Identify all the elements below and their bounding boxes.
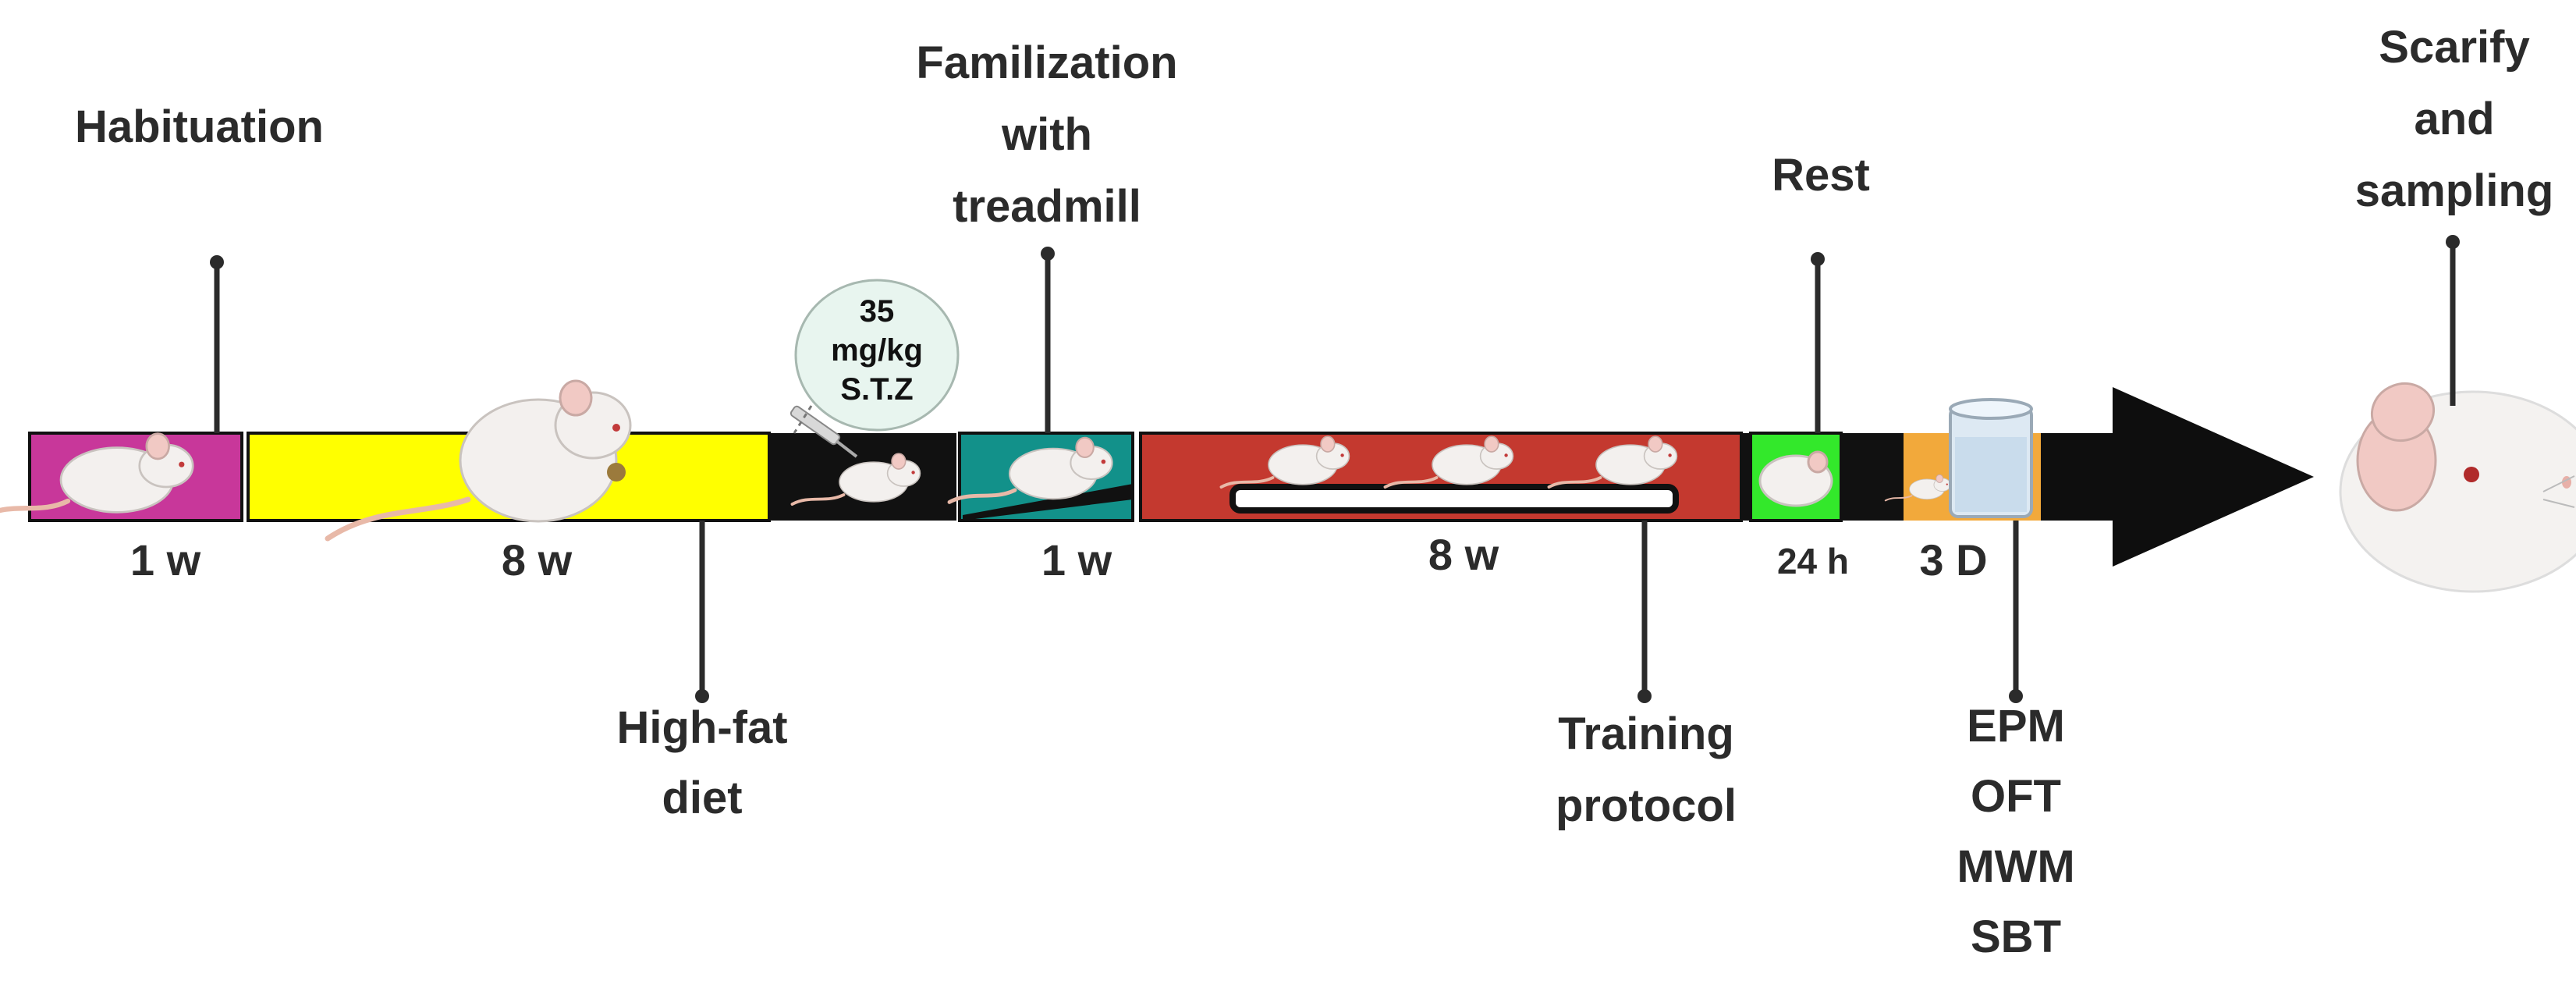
familiarization-duration: 1 w (1041, 535, 1112, 585)
arrow-shaft (2041, 433, 2119, 521)
rest-duration: 24 h (1777, 541, 1849, 581)
stz-dose-bubble: 35 mg/kg S.T.Z (793, 279, 960, 434)
high-fat-diet-label-line1: High-fat (616, 702, 787, 753)
training-protocol-label-line2: protocol (1556, 780, 1737, 831)
habituation-label: Habituation (75, 101, 324, 152)
training-duration: 8 w (1428, 530, 1499, 579)
test-mwm-label: MWM (1957, 841, 2074, 892)
scarify-label-line1: Scarify (2379, 22, 2529, 73)
bar-separator (1841, 433, 1904, 521)
treadmill-icon (963, 484, 1133, 521)
sleeping-mouse-icon (1758, 450, 1833, 507)
habituation-duration: 1 w (130, 535, 201, 585)
syringe-icon (789, 405, 858, 458)
drug-name: S.T.Z (840, 372, 913, 407)
scarify-label-line2: and (2414, 94, 2494, 144)
scarify-label-line3: sampling (2355, 165, 2554, 216)
bar-separator (1741, 433, 1751, 521)
tests-duration: 3 D (1919, 535, 1987, 585)
water-tank-icon (1949, 398, 2033, 518)
test-oft-label: OFT (1971, 771, 2061, 822)
treadmill-icon (1229, 484, 1679, 514)
fat-mouse-icon (325, 379, 632, 542)
dose-value: 35 (860, 294, 895, 329)
high-fat-diet-label-line2: diet (662, 773, 742, 823)
familiarization-label-line2: with (1001, 109, 1092, 160)
training-protocol-label-line1: Training (1558, 709, 1734, 759)
test-epm-label: EPM (1967, 701, 2065, 752)
high-fat-diet-duration: 8 w (502, 535, 573, 585)
arrow-head (2113, 387, 2314, 567)
test-sbt-label: SBT (1971, 912, 2061, 962)
familiarization-label-line1: Familization (916, 37, 1177, 88)
mouse-head-icon (2339, 382, 2576, 593)
dose-unit: mg/kg (831, 333, 923, 368)
rest-label: Rest (1772, 150, 1870, 201)
familiarization-label-line3: treadmill (953, 181, 1141, 232)
